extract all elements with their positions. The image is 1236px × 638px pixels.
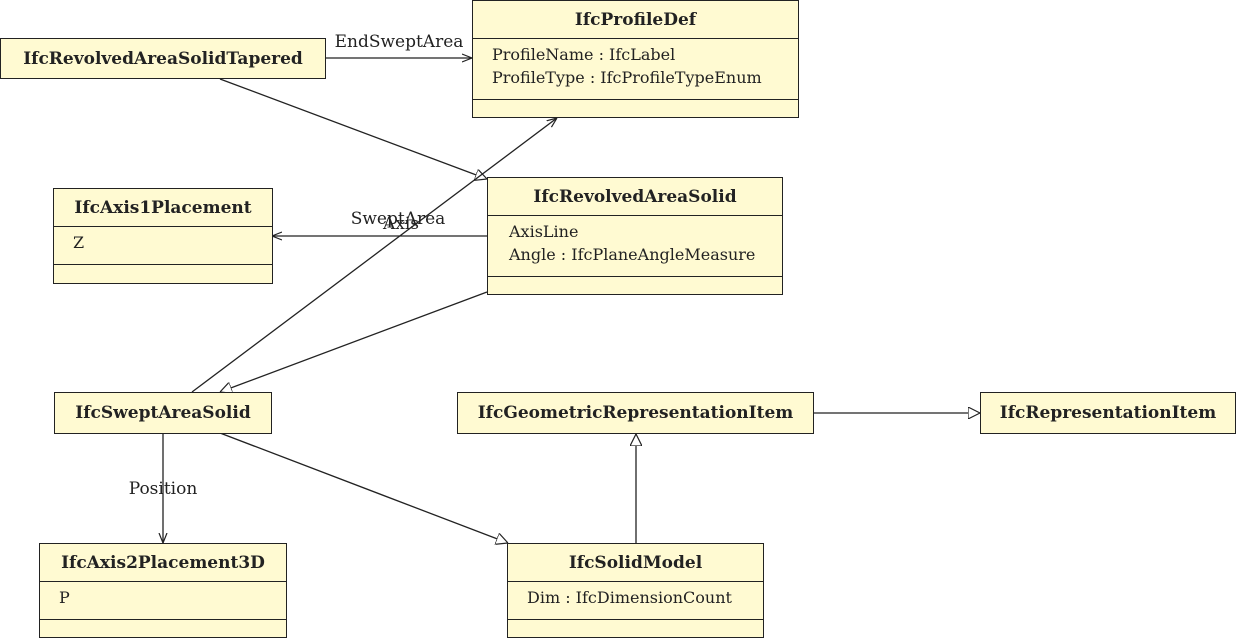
label-position: Position (128, 479, 198, 499)
class-name: IfcSweptAreaSolid (75, 403, 251, 423)
divider (488, 215, 782, 216)
class-name: IfcRevolvedAreaSolid (533, 186, 737, 207)
class-ifc-axis1-placement[interactable]: IfcAxis1Placement Z (53, 188, 273, 284)
divider (508, 619, 763, 620)
divider (473, 38, 798, 39)
generalization-tapered-revolved (219, 78, 487, 179)
attribute: P (59, 588, 70, 607)
label-swept-area: SweptArea (350, 209, 446, 229)
class-name: IfcAxis2Placement3D (61, 552, 265, 573)
attribute-list: P (40, 582, 286, 619)
attribute: Angle : IfcPlaneAngleMeasure (509, 245, 756, 264)
divider (473, 99, 798, 100)
class-ifc-profile-def[interactable]: IfcProfileDef ProfileName : IfcLabel Pro… (472, 0, 799, 118)
assoc-swept-area (191, 118, 557, 393)
label-axis: Axis (382, 214, 420, 234)
attribute: Z (73, 233, 85, 252)
class-ifc-geometric-representation-item[interactable]: IfcGeometricRepresentationItem (457, 392, 814, 434)
divider (40, 581, 286, 582)
class-ifc-revolved-area-solid-tapered[interactable]: IfcRevolvedAreaSolidTapered (0, 38, 326, 79)
class-name: IfcProfileDef (574, 9, 697, 30)
attribute-list: Z (54, 227, 272, 264)
class-ifc-swept-area-solid[interactable]: IfcSweptAreaSolid (54, 392, 272, 434)
attribute-list: ProfileName : IfcLabel ProfileType : Ifc… (473, 39, 798, 99)
class-name: IfcAxis1Placement (74, 197, 252, 218)
attribute: AxisLine (509, 222, 579, 241)
class-name: IfcSolidModel (568, 552, 703, 573)
class-ifc-solid-model[interactable]: IfcSolidModel Dim : IfcDimensionCount (507, 543, 764, 638)
class-name: IfcGeometricRepresentationItem (477, 403, 794, 423)
attribute-list: Dim : IfcDimensionCount (508, 582, 763, 619)
attribute: ProfileType : IfcProfileTypeEnum (492, 68, 762, 87)
label-end-swept-area: EndSweptArea (334, 32, 464, 52)
divider (488, 276, 782, 277)
divider (54, 264, 272, 265)
class-name: IfcRevolvedAreaSolidTapered (23, 48, 303, 69)
attribute: Dim : IfcDimensionCount (527, 588, 732, 607)
attribute-list: AxisLine Angle : IfcPlaneAngleMeasure (488, 216, 782, 276)
generalization-revolved-swept (220, 291, 488, 392)
class-ifc-representation-item[interactable]: IfcRepresentationItem (980, 392, 1236, 434)
divider (40, 619, 286, 620)
attribute: ProfileName : IfcLabel (492, 45, 676, 64)
class-ifc-revolved-area-solid[interactable]: IfcRevolvedAreaSolid AxisLine Angle : If… (487, 177, 783, 295)
class-ifc-axis2-placement-3d[interactable]: IfcAxis2Placement3D P (39, 543, 287, 638)
class-name: IfcRepresentationItem (999, 403, 1217, 423)
generalization-swept-solid (219, 432, 508, 543)
divider (508, 581, 763, 582)
divider (54, 226, 272, 227)
